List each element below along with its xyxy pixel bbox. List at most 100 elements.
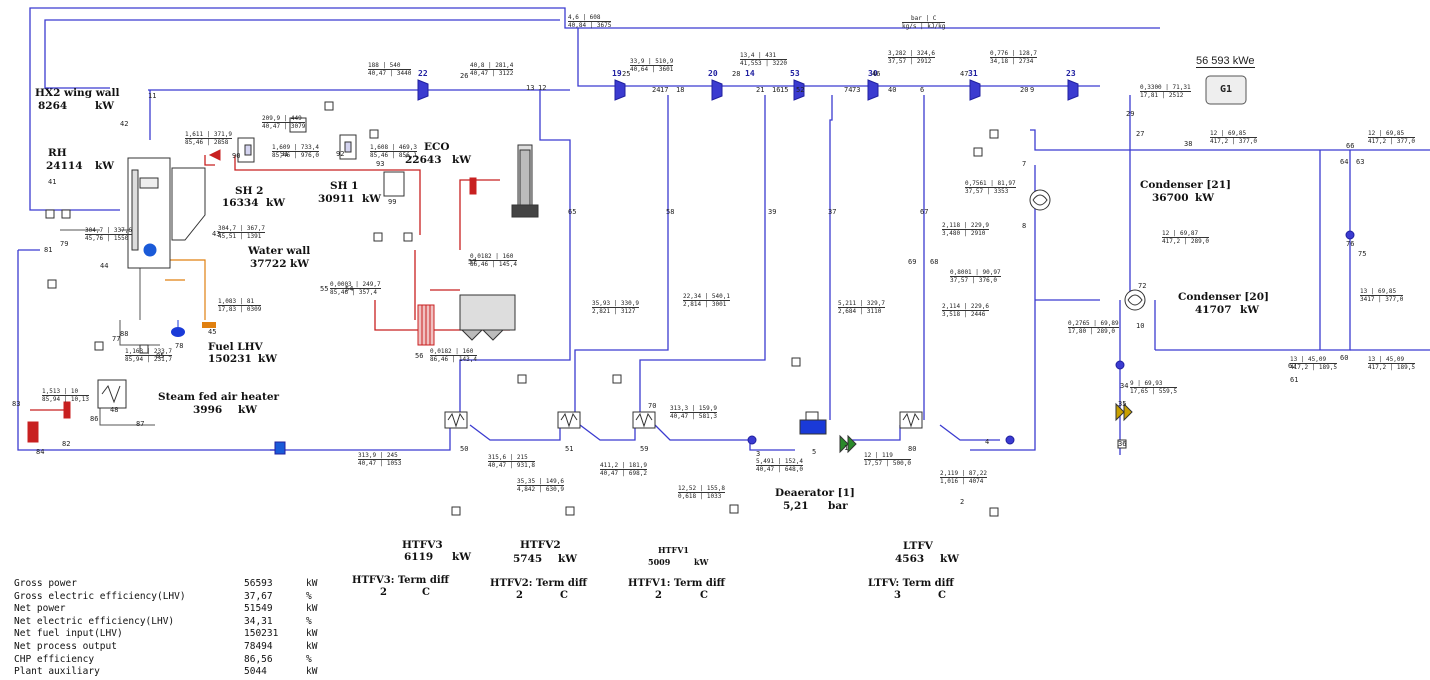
stream-top: 0,0182 | 160	[470, 253, 517, 261]
eco-name: ECO	[424, 142, 450, 153]
stream-bottom: 417,2 | 289,0	[1162, 238, 1209, 245]
stream-value-s99: 313,9 | 24540,47 | 1053	[358, 452, 401, 467]
node-number: 48	[110, 406, 118, 414]
summary-value: 34,31	[244, 616, 306, 629]
stream-top: 4,6 | 608	[568, 14, 611, 22]
stream-top: 35,35 | 149,6	[517, 478, 564, 486]
node-number: 78	[175, 342, 183, 350]
ltfv-term-v1: 3	[894, 590, 901, 601]
turbine-19: 19	[612, 70, 622, 78]
node-number: 81	[44, 246, 52, 254]
stream-top: 315,6 | 215	[488, 454, 535, 462]
fuel-lines	[165, 260, 205, 320]
stream-bottom: 40,64 | 3601	[630, 66, 673, 73]
stream-value-s11: 188 | 54040,47 | 3440	[368, 62, 411, 77]
stream-top: 313,3 | 159,9	[670, 405, 717, 413]
summary-value: 51549	[244, 603, 306, 616]
flue-gas-lines	[30, 155, 510, 410]
ltfv-term-v2: C	[938, 590, 946, 601]
node-number: 59	[640, 445, 648, 453]
stream-top: 313,9 | 245	[358, 452, 401, 460]
node-number: 72	[1138, 282, 1146, 290]
stream-bottom: 85,46 | 357,4	[330, 289, 381, 296]
stream-value-s65: 1,608 | 469,385,46 | 856,1	[370, 144, 417, 159]
stream-bottom: 40,47 | 698,2	[600, 470, 647, 477]
stream-top: 13 | 69,85	[1360, 288, 1403, 296]
stream-bottom: 41,553 | 3220	[740, 60, 787, 67]
node-number: 65	[568, 208, 576, 216]
stream-bottom: 40,47 | 3440	[368, 70, 411, 77]
stream-top: 40,8 | 281,4	[470, 62, 513, 70]
node-number: 18	[676, 86, 684, 94]
node-number: 68	[930, 258, 938, 266]
node-number: 3	[756, 450, 760, 458]
stream-top: 411,2 | 181,9	[600, 462, 647, 470]
stream-top: 35,93 | 330,9	[592, 300, 639, 308]
htfv1-term-v1: 2	[655, 590, 662, 601]
deaerator-vessel	[800, 412, 826, 434]
summary-value: 86,56	[244, 654, 306, 667]
stream-bottom: 17,81 | 2512	[1140, 92, 1191, 99]
stream-value-s2: 315,6 | 21540,47 | 931,8	[488, 454, 535, 469]
air-heater-name: Steam fed air heater	[158, 392, 279, 403]
stream-value-s26: 40,8 | 281,440,47 | 3122	[470, 62, 513, 77]
summary-row: CHP efficiency86,56%	[14, 654, 336, 667]
units-top: bar | C	[902, 15, 945, 23]
stream-top: 0,2765 | 69,89	[1068, 320, 1119, 328]
node-number: 2	[960, 498, 964, 506]
fuel-lhv-unit: kW	[258, 354, 277, 365]
summary-unit: kW	[306, 641, 336, 654]
node-number: 20	[1020, 86, 1028, 94]
stream-bottom: 85,94 | 10,13	[42, 396, 89, 403]
stream-top: 13 | 45,09	[1290, 356, 1337, 364]
summary-row: Net electric efficiency(LHV)34,31%	[14, 616, 336, 629]
summary-table: Gross power56593kWGross electric efficie…	[14, 578, 336, 679]
htfv1-term-v2: C	[700, 590, 708, 601]
node-number: 42	[120, 120, 128, 128]
node-number: 67	[920, 208, 928, 216]
stream-value-s46: 3,282 | 324,637,57 | 2912	[888, 50, 935, 65]
stream-top: 33,9 | 510,9	[630, 58, 673, 66]
node-number: 4	[985, 438, 989, 446]
stream-bottom: 37,57 | 3353	[965, 188, 1016, 195]
summary-value: 78494	[244, 641, 306, 654]
stream-bottom: 417,2 | 377,0	[1210, 138, 1257, 145]
node-number: 46	[872, 70, 880, 78]
summary-label: Net process output	[14, 641, 244, 654]
stream-bottom: 45,51 | 1391	[218, 233, 265, 240]
ltfv-name: LTFV	[903, 541, 933, 552]
water-wall-unit: kW	[290, 259, 309, 270]
node-number: 12	[538, 84, 546, 92]
stream-top: 0,3300 | 71,31	[1140, 84, 1191, 92]
stream-bottom: 17,57 | 500,0	[864, 460, 911, 467]
stream-bottom: 86,46 | 143,4	[430, 356, 477, 363]
water-wall-name: Water wall	[248, 246, 310, 257]
boiler	[128, 158, 205, 268]
node-number: 40	[888, 86, 896, 94]
stream-top: 304,7 | 367,7	[218, 225, 265, 233]
node-number: 86	[90, 415, 98, 423]
stream-value-s4: 411,2 | 181,940,47 | 698,2	[600, 462, 647, 477]
summary-value: 5044	[244, 666, 306, 679]
stream-top: 1,163 | 233,7	[125, 348, 172, 356]
stack	[512, 145, 538, 217]
node-number: 57	[468, 258, 476, 266]
stream-top: 1,083 | 81	[218, 298, 261, 306]
stream-top: 0,7561 | 81,97	[965, 180, 1016, 188]
air-heater-unit: kW	[238, 405, 257, 416]
stream-value-s22: 5,211 | 329,72,684 | 3110	[838, 300, 885, 315]
htfv2-value: 5745	[513, 554, 542, 565]
node-number: 43	[212, 230, 220, 238]
deaerator-value: 5,21	[783, 501, 809, 512]
node-number: 92	[336, 150, 344, 158]
htfv2-unit: kW	[558, 554, 577, 565]
node-number: 47	[960, 70, 968, 78]
deaerator-unit: bar	[828, 501, 848, 512]
stream-bottom: 417,2 | 189,5	[1290, 364, 1337, 371]
htfv2-term-v1: 2	[516, 590, 523, 601]
stream-bottom: 2,821 | 3127	[592, 308, 639, 315]
node-number: 87	[136, 420, 144, 428]
